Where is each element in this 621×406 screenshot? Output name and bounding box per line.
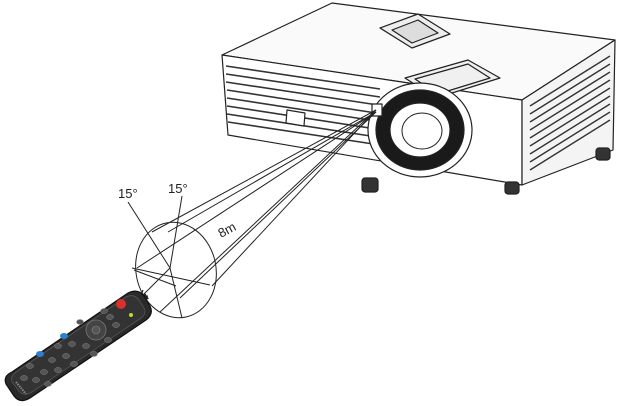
angle-label-left: 15° [118, 186, 138, 201]
ir-beam [127, 109, 377, 319]
power-button-icon [116, 299, 126, 309]
distance-label: 8m [215, 219, 238, 241]
remote-control-icon [4, 290, 152, 402]
projector-icon [221, 2, 616, 195]
angle-label-right: 15° [168, 181, 188, 196]
